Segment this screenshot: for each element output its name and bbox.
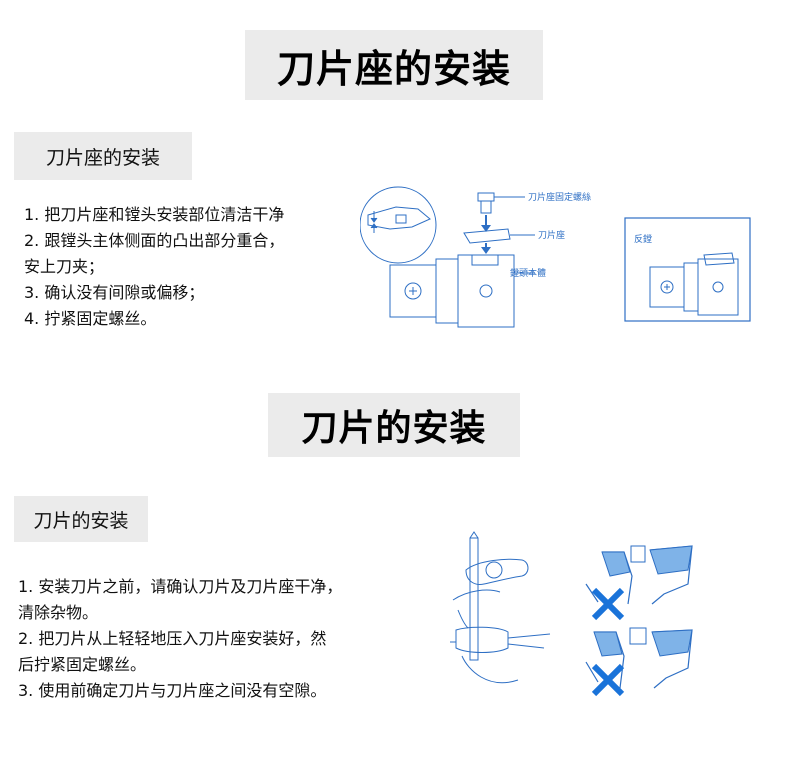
section2-subtitle: 刀片的安装 bbox=[14, 496, 148, 542]
step-line: 3. 使用前确定刀片与刀片座之间没有空隙。 bbox=[18, 681, 327, 700]
step-line: 安上刀夹； bbox=[24, 257, 105, 276]
label-holder: 刀片座 bbox=[538, 229, 565, 241]
reverse-frame bbox=[624, 217, 751, 322]
wrong-example-1 bbox=[585, 545, 693, 621]
gap-block bbox=[630, 545, 646, 563]
magnify-circle bbox=[360, 186, 437, 264]
step-line: 4. 拧紧固定螺丝。 bbox=[24, 309, 157, 328]
wrong-example-2 bbox=[585, 627, 693, 697]
section1-steps: 1. 把刀片座和镗头安装部位清洁干净 2. 跟镗头主体侧面的凸出部分重合， 安上… bbox=[24, 202, 284, 332]
section1-subtitle: 刀片座的安装 bbox=[14, 132, 192, 180]
holder-piece bbox=[463, 228, 511, 244]
screw-head bbox=[477, 192, 495, 202]
holder-shape bbox=[651, 629, 693, 657]
label-body: 鏜頭本體 bbox=[510, 267, 546, 279]
boring-body bbox=[457, 254, 515, 328]
holder-shape bbox=[649, 545, 693, 575]
cross-icon bbox=[591, 587, 625, 621]
step-line: 后拧紧固定螺丝。 bbox=[18, 655, 147, 674]
insert-holder bbox=[455, 626, 509, 653]
tool-shaft bbox=[469, 537, 479, 661]
holder-zoom bbox=[367, 206, 431, 230]
step-line: 清除杂物。 bbox=[18, 603, 99, 622]
label-screw: 刀片座固定螺絲 bbox=[528, 191, 591, 203]
step-line: 2. 跟镗头主体侧面的凸出部分重合， bbox=[24, 231, 285, 250]
screw-shank bbox=[480, 200, 492, 214]
step-line: 1. 把刀片座和镗头安装部位清洁干净 bbox=[24, 205, 285, 224]
section1-title: 刀片座的安装 bbox=[245, 30, 543, 100]
gap-block bbox=[629, 627, 647, 645]
reverse-boring-diagram: 反鏜 bbox=[624, 217, 751, 322]
insert-installation-illustration bbox=[450, 531, 551, 684]
step-line: 3. 确认没有间隙或偏移； bbox=[24, 283, 205, 302]
section2-steps: 1. 安装刀片之前，请确认刀片及刀片座干净， 清除杂物。 2. 把刀片从上轻轻地… bbox=[18, 574, 342, 704]
step-line: 1. 安装刀片之前，请确认刀片及刀片座干净， bbox=[18, 577, 343, 596]
insert-shape bbox=[593, 631, 623, 657]
section2-title: 刀片的安装 bbox=[268, 393, 520, 457]
cross-icon bbox=[591, 663, 625, 697]
holder-installation-diagram: 刀片座固定螺絲 刀片座 鏜頭本體 bbox=[360, 186, 591, 328]
finger bbox=[465, 558, 529, 585]
label-reverse: 反鏜 bbox=[634, 233, 652, 245]
step-line: 2. 把刀片从上轻轻地压入刀片座安装好，然 bbox=[18, 629, 327, 648]
insert-shape bbox=[601, 551, 631, 577]
